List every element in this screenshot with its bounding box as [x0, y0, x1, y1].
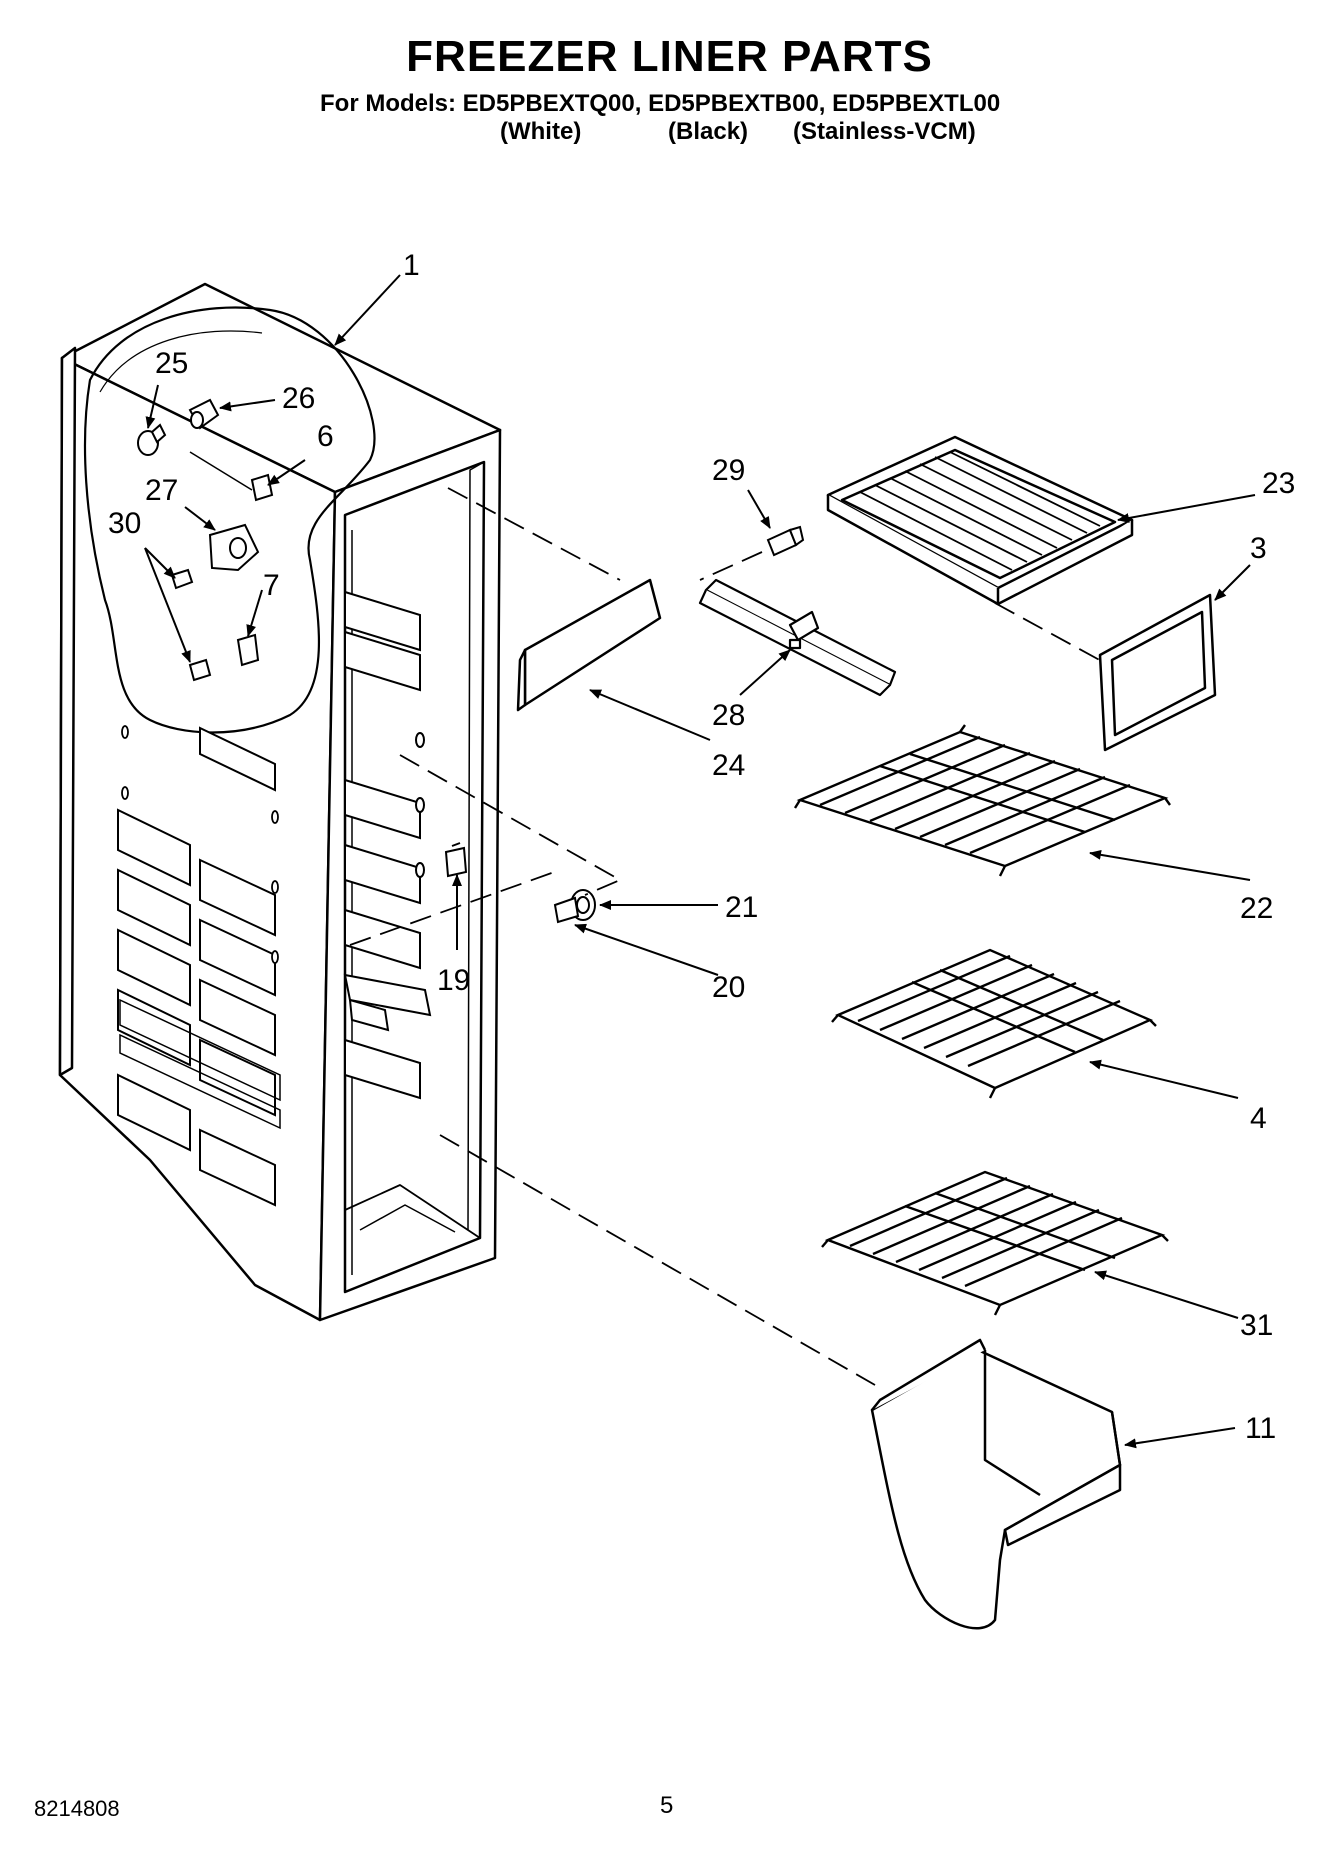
- clip-6: [189, 451, 274, 502]
- variant-white: (White): [500, 118, 582, 145]
- assembly-lines: [349, 487, 1106, 1386]
- callout-21: 21: [725, 891, 758, 924]
- callout-7: 7: [263, 569, 280, 602]
- callout-31: 31: [1240, 1309, 1273, 1342]
- variant-black: (Black): [668, 118, 749, 145]
- screw-30-upper: [170, 568, 194, 590]
- screw-20: [553, 896, 580, 924]
- document-number: 8214808: [34, 1796, 120, 1821]
- wire-shelf-4: [831, 948, 1157, 1099]
- wire-shelf-31: [821, 1170, 1169, 1316]
- callout-26: 26: [282, 382, 315, 415]
- screw-29: [766, 525, 805, 557]
- callout-leaders: [144, 274, 1256, 1449]
- callout-11: 11: [1245, 1412, 1276, 1445]
- callout-6: 6: [317, 420, 334, 453]
- tray-23-slats: [859, 451, 1101, 571]
- side-panel-holes: [121, 725, 279, 964]
- bin-11: [870, 1338, 1122, 1630]
- bracket-28: [698, 578, 897, 697]
- side-panel-embossings: [117, 726, 281, 1207]
- callout-28: 28: [712, 699, 745, 732]
- switch-19: [444, 842, 468, 878]
- wire-shelf-22: [793, 724, 1171, 877]
- callout-22: 22: [1240, 892, 1273, 925]
- housing-27: [208, 523, 260, 572]
- clip-7: [236, 633, 260, 667]
- bulb-25: [137, 423, 167, 456]
- page-title: FREEZER LINER PARTS: [406, 32, 933, 81]
- inner-rail: [343, 973, 432, 1032]
- callout-25: 25: [155, 347, 188, 380]
- screw-30-lower: [188, 658, 212, 682]
- callout-labels: 1 25 26 6 27 30 7 29 28 24 23 3 22 21 20…: [108, 249, 1295, 1445]
- callout-27: 27: [145, 474, 178, 507]
- callout-3: 3: [1250, 532, 1267, 565]
- variant-stainless: (Stainless-VCM): [793, 118, 976, 145]
- tray-23: [826, 435, 1134, 606]
- callout-24: 24: [712, 749, 745, 782]
- callout-4: 4: [1250, 1102, 1267, 1135]
- callout-19: 19: [437, 964, 470, 997]
- panel-3: [1098, 593, 1217, 752]
- page-number: 5: [660, 1792, 674, 1819]
- socket-26: [188, 398, 220, 430]
- inner-wall-embossings: [344, 590, 425, 1100]
- callout-29: 29: [712, 454, 745, 487]
- cover-24: [516, 578, 662, 712]
- callout-23: 23: [1262, 467, 1295, 500]
- callout-30: 30: [108, 507, 141, 540]
- callout-1: 1: [403, 249, 420, 282]
- callout-20: 20: [712, 971, 745, 1004]
- liner-contour-outline: [83, 306, 376, 734]
- models-line: For Models: ED5PBEXTQ00, ED5PBEXTB00, ED…: [320, 90, 1001, 117]
- freezer-liner: [58, 282, 502, 1322]
